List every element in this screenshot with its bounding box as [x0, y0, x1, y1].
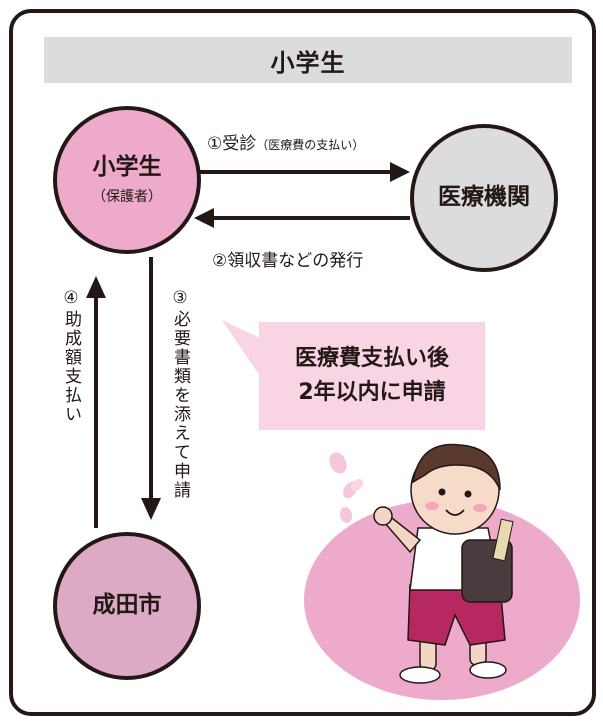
callout-line1: 医療費支払い後 [294, 345, 449, 371]
node-clinic-label: 医療機関 [438, 184, 530, 211]
arrow-step4-head [86, 276, 106, 298]
arrow-step1-head [390, 162, 410, 182]
arrow-step2-head [194, 208, 214, 228]
node-student: 小学生 （保護者） [53, 106, 201, 254]
petal-icon [339, 507, 353, 523]
petal-icon [329, 452, 347, 474]
step1-note: （医療費の支払い） [256, 138, 365, 152]
arrow-step3-head [141, 498, 161, 520]
step3-label: ③必要書類を添えて申請 [170, 288, 190, 500]
step1-text: ①受診 [207, 134, 257, 154]
callout-box: 医療費支払い後 2年以内に申請 [259, 322, 485, 430]
node-student-sub: （保護者） [92, 188, 162, 205]
step1-label: ①受診（医療費の支払い） [207, 129, 364, 154]
step2-label: ②領収書などの発行 [212, 251, 364, 271]
step4-label: ④助成額支払い [61, 288, 81, 424]
node-clinic: 医療機関 [410, 124, 558, 272]
page-title: 小学生 [44, 37, 572, 83]
page-title-text: 小学生 [270, 48, 346, 77]
callout-line2: 2年以内に申請 [298, 380, 446, 405]
node-student-label: 小学生 [92, 154, 162, 181]
node-city-label: 成田市 [92, 592, 162, 619]
node-city: 成田市 [53, 532, 201, 680]
petal-icon [350, 478, 364, 492]
